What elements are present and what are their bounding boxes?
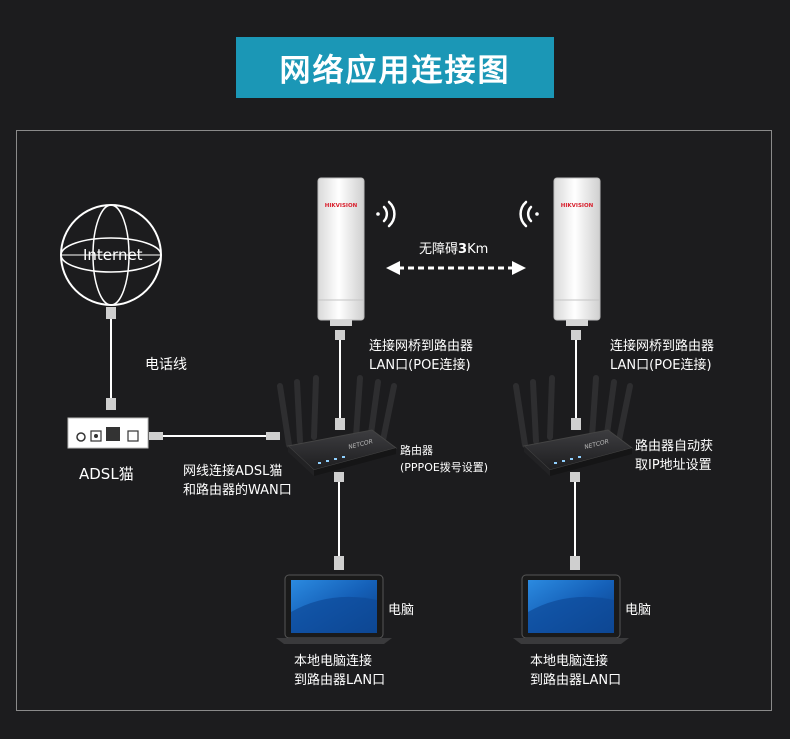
distance-arrow-icon	[386, 261, 526, 275]
left-bridge-brand: HIKVISION	[325, 203, 358, 209]
left-laptop-icon	[276, 574, 392, 644]
left-bridge-label-line: 连接网桥到路由器	[369, 339, 474, 354]
connector-icon	[149, 432, 163, 440]
left-pc-label: 电脑	[388, 603, 415, 618]
left-router-icon	[277, 375, 398, 476]
connector-icon	[335, 330, 345, 340]
right-bridge-brand: HIKVISION	[561, 203, 594, 209]
right-router-label-line: 取IP地址设置	[635, 458, 712, 473]
diagram-frame	[16, 130, 772, 711]
left-pc-note-line: 本地电脑连接	[294, 654, 373, 669]
right-router-label-line: 路由器自动获	[635, 439, 714, 454]
cable-label-line: 网线连接ADSL猫	[183, 464, 283, 479]
page-title: 网络应用连接图	[236, 37, 554, 98]
right-pc-note: 本地电脑连接 到路由器LAN口	[530, 652, 621, 690]
left-router-label-line: (PPPOE拨号设置)	[400, 461, 489, 474]
right-router-icon	[513, 375, 634, 476]
connector-icon	[335, 418, 345, 430]
connector-icon	[266, 432, 280, 440]
right-bridge-label: 连接网桥到路由器 LAN口(POE连接)	[610, 337, 714, 375]
cable-label: 网线连接ADSL猫 和路由器的WAN口	[183, 462, 292, 500]
right-bridge-icon	[553, 177, 601, 326]
left-pc-note-line: 到路由器LAN口	[294, 673, 386, 688]
internet-label: Internet	[83, 246, 143, 264]
right-pc-label: 电脑	[625, 603, 652, 618]
left-bridge-label: 连接网桥到路由器 LAN口(POE连接)	[369, 337, 473, 375]
distance-unit: Km	[467, 242, 489, 257]
right-laptop-icon	[513, 574, 629, 644]
connector-icon	[571, 330, 581, 340]
left-router-label-line: 路由器	[400, 444, 433, 457]
connector-icon	[570, 472, 580, 482]
wifi-signal-icon	[519, 200, 539, 228]
left-router-label: 路由器 (PPPOE拨号设置)	[400, 442, 488, 476]
cable-label-line: 和路由器的WAN口	[183, 483, 292, 498]
left-bridge-label-line: LAN口(POE连接)	[369, 358, 471, 373]
left-bridge-icon	[317, 177, 365, 326]
adsl-label: ADSL猫	[79, 465, 134, 483]
connector-icon	[334, 472, 344, 482]
connector-icon	[106, 307, 116, 319]
right-pc-note-line: 到路由器LAN口	[530, 673, 622, 688]
wifi-signal-icon	[376, 200, 396, 228]
adsl-modem-icon	[67, 417, 149, 449]
right-bridge-label-line: LAN口(POE连接)	[610, 358, 712, 373]
distance-label: 无障碍3Km	[419, 240, 488, 259]
left-pc-note: 本地电脑连接 到路由器LAN口	[294, 652, 385, 690]
internet-globe-icon	[60, 204, 162, 306]
distance-prefix: 无障碍	[419, 242, 459, 257]
right-router-label: 路由器自动获 取IP地址设置	[635, 437, 713, 475]
connector-icon	[571, 418, 581, 430]
connector-icon	[334, 556, 344, 570]
right-pc-note-line: 本地电脑连接	[530, 654, 609, 669]
right-bridge-label-line: 连接网桥到路由器	[610, 339, 715, 354]
connector-icon	[106, 398, 116, 410]
distance-value: 3	[458, 242, 468, 257]
connector-icon	[570, 556, 580, 570]
phone-line-label: 电话线	[145, 357, 187, 373]
